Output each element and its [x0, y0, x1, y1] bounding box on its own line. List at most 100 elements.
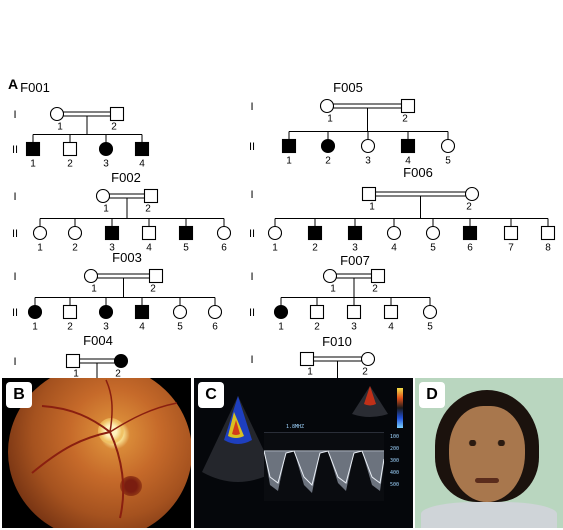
- unaffected-child-symbol: [67, 225, 83, 241]
- family-id-label: F004: [83, 333, 113, 348]
- doppler-waveform: [263, 450, 385, 493]
- patient-mouth: [475, 478, 499, 483]
- scale-value: 500: [390, 482, 400, 488]
- generation-label: II: [249, 228, 255, 240]
- patient-face: [449, 406, 525, 502]
- affected-child-symbol: [347, 225, 363, 241]
- scale-value: 100: [390, 434, 400, 440]
- unaffected-child-symbol: [141, 225, 157, 241]
- unaffected-child-symbol: [540, 225, 556, 241]
- generation-label: I: [13, 271, 16, 283]
- affected-child-symbol: [400, 138, 416, 154]
- individual-number: 1: [103, 204, 109, 215]
- individual-number: 2: [372, 284, 378, 295]
- parent-symbol: [148, 268, 164, 284]
- generation-label: I: [250, 271, 253, 283]
- clinical-images: B 1.8MHZ 100 200 300 400 500: [0, 378, 563, 530]
- family-id-label: F002: [111, 170, 141, 185]
- doppler-spectrum: [263, 432, 385, 501]
- unaffected-child-symbol: [360, 138, 376, 154]
- echo-sector-image: [202, 396, 274, 482]
- generation-label: II: [12, 228, 18, 240]
- individual-number: 2: [466, 202, 472, 213]
- generation-label: I: [13, 109, 16, 121]
- family-id-label: F006: [403, 165, 433, 180]
- individual-number: 1: [73, 369, 79, 380]
- parent-symbol: [361, 186, 377, 202]
- affected-child-symbol: [462, 225, 478, 241]
- parent-symbol: [65, 353, 81, 369]
- individual-number: 4: [405, 156, 411, 167]
- unaffected-child-symbol: [32, 225, 48, 241]
- individual-number: 3: [109, 243, 115, 254]
- retinal-vessels: [31, 379, 178, 519]
- individual-number: 1: [286, 156, 292, 167]
- panel-b-fundus-photo: B: [2, 378, 191, 528]
- individual-number: 6: [221, 243, 227, 254]
- generation-label: I: [13, 356, 16, 368]
- scale-value: 400: [390, 470, 400, 476]
- parent-symbol: [319, 98, 335, 114]
- individual-number: 1: [278, 322, 284, 333]
- individual-number: 3: [352, 243, 358, 254]
- unaffected-child-symbol: [386, 225, 402, 241]
- unaffected-child-symbol: [425, 225, 441, 241]
- doppler-frequency-label: 1.8MHZ: [286, 424, 305, 430]
- generation-label: I: [250, 189, 253, 201]
- unaffected-child-symbol: [346, 304, 362, 320]
- individual-number: 5: [183, 243, 189, 254]
- fundus-retina: [8, 378, 191, 528]
- individual-number: 2: [402, 114, 408, 125]
- individual-number: 1: [91, 284, 97, 295]
- panel-d-patient-photo: D: [415, 378, 563, 528]
- individual-number: 5: [445, 156, 451, 167]
- panel-c-echocardiogram: 1.8MHZ 100 200 300 400 500 C: [194, 378, 413, 528]
- parent-symbol: [464, 186, 480, 202]
- individual-number: 8: [545, 243, 551, 254]
- individual-number: 4: [146, 243, 152, 254]
- individual-number: 7: [508, 243, 514, 254]
- family-id-label: F010: [322, 334, 352, 349]
- affected-child-symbol: [273, 304, 289, 320]
- individual-number: 1: [307, 367, 313, 378]
- individual-number: 2: [362, 367, 368, 378]
- family-id-label: F003: [112, 250, 142, 265]
- parent-symbol: [360, 351, 376, 367]
- unaffected-child-symbol: [503, 225, 519, 241]
- individual-number: 1: [330, 284, 336, 295]
- unaffected-child-symbol: [267, 225, 283, 241]
- affected-child-symbol: [134, 141, 150, 157]
- individual-number: 4: [391, 243, 397, 254]
- unaffected-child-symbol: [440, 138, 456, 154]
- individual-number: 6: [212, 322, 218, 333]
- patient-eyes: [463, 440, 511, 446]
- individual-number: 5: [177, 322, 183, 333]
- individual-number: 4: [139, 159, 145, 170]
- affected-child-symbol: [320, 138, 336, 154]
- generation-label: I: [13, 191, 16, 203]
- scale-value: 200: [390, 446, 400, 452]
- individual-number: 2: [312, 243, 318, 254]
- patient-shirt: [421, 502, 557, 528]
- parent-symbol: [400, 98, 416, 114]
- individual-number: 5: [427, 322, 433, 333]
- individual-number: 2: [314, 322, 320, 333]
- affected-child-symbol: [98, 141, 114, 157]
- unaffected-child-symbol: [216, 225, 232, 241]
- parent-symbol: [370, 268, 386, 284]
- parent-symbol: [49, 106, 65, 122]
- parent-symbol: [95, 188, 111, 204]
- individual-number: 1: [327, 114, 333, 125]
- individual-number: 5: [430, 243, 436, 254]
- generation-label: II: [12, 144, 18, 156]
- unaffected-child-symbol: [62, 304, 78, 320]
- individual-number: 1: [30, 159, 36, 170]
- affected-child-symbol: [178, 225, 194, 241]
- family-id-label: F007: [340, 253, 370, 268]
- individual-number: 1: [369, 202, 375, 213]
- unaffected-child-symbol: [172, 304, 188, 320]
- individual-number: 4: [388, 322, 394, 333]
